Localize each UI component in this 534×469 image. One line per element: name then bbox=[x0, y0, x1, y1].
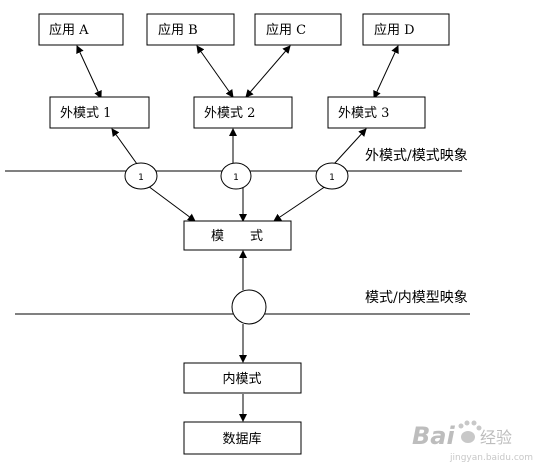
external-conceptual-mapping-label: 外模式/模式映象 bbox=[365, 148, 468, 164]
external-schema-box-3: 外模式 3 bbox=[327, 96, 426, 129]
schema-box: 模 式 bbox=[183, 220, 292, 251]
mapping-node-3-label: 1 bbox=[329, 173, 335, 183]
watermark-brand-left: Bai bbox=[412, 422, 455, 450]
external-schema-2-label: 外模式 2 bbox=[204, 106, 255, 121]
mapping-node-lower bbox=[231, 289, 267, 325]
external-schema-box-2: 外模式 2 bbox=[193, 96, 293, 129]
external-schema-box-1: 外模式 1 bbox=[49, 96, 150, 129]
mapping-node-1: 1 bbox=[124, 162, 158, 190]
mapping-node-1-label: 1 bbox=[138, 173, 144, 183]
app-box-a: 应用 A bbox=[38, 13, 124, 46]
internal-schema-box: 内模式 bbox=[183, 362, 302, 394]
schema-box-label: 模 式 bbox=[211, 229, 263, 244]
app-box-c: 应用 C bbox=[254, 13, 342, 46]
connector-app-b-external-2 bbox=[196, 45, 234, 98]
mapping-node-2: 1 bbox=[220, 162, 252, 190]
connector-external-3-node-3 bbox=[333, 128, 367, 165]
external-schema-3-label: 外模式 3 bbox=[338, 106, 389, 121]
watermark-brand-right: 经验 bbox=[480, 428, 512, 447]
connector-app-c-external-2 bbox=[245, 45, 291, 98]
baidu-watermark: Bai 经验 jingyan.baidu.com bbox=[412, 420, 533, 463]
app-box-d-label: 应用 D bbox=[374, 22, 415, 38]
watermark-url: jingyan.baidu.com bbox=[449, 453, 533, 463]
app-box-c-label: 应用 C bbox=[266, 22, 306, 38]
connector-app-a-external-1 bbox=[76, 45, 102, 99]
baidu-paw-logo bbox=[458, 420, 482, 443]
conceptual-internal-mapping-label: 模式/内模型映象 bbox=[365, 290, 468, 306]
app-box-b: 应用 B bbox=[146, 13, 235, 46]
connector-external-1-node-1 bbox=[111, 128, 138, 165]
app-box-d: 应用 D bbox=[362, 13, 450, 46]
mapping-node-3: 1 bbox=[315, 162, 349, 190]
connector-app-d-external-3 bbox=[373, 45, 399, 99]
internal-schema-box-label: 内模式 bbox=[222, 371, 261, 387]
connector-node-1-schema bbox=[147, 185, 196, 222]
app-box-a-label: 应用 A bbox=[49, 22, 89, 38]
mapping-node-2-label: 1 bbox=[233, 173, 239, 183]
database-box: 数据库 bbox=[183, 421, 302, 455]
connector-node-3-schema bbox=[273, 185, 327, 222]
database-box-label: 数据库 bbox=[222, 431, 261, 447]
app-box-b-label: 应用 B bbox=[158, 22, 198, 38]
external-schema-1-label: 外模式 1 bbox=[60, 106, 111, 121]
